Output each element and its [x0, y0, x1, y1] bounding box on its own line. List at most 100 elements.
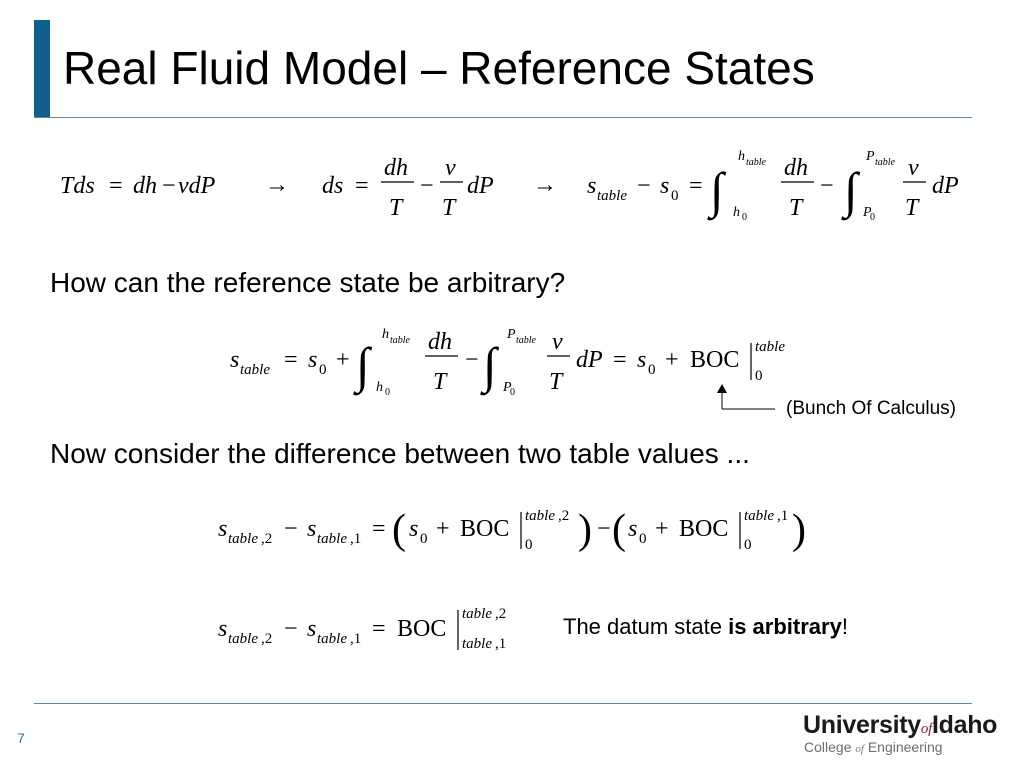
svg-text:0: 0	[525, 537, 533, 553]
svg-text:−: −	[420, 173, 434, 199]
datum-suffix: !	[841, 614, 848, 639]
svg-text:h: h	[733, 205, 740, 220]
svg-text:0: 0	[671, 188, 679, 204]
svg-text:T: T	[789, 195, 804, 221]
svg-text:h: h	[376, 380, 383, 395]
svg-text:h: h	[738, 149, 745, 164]
svg-text:P: P	[506, 327, 516, 342]
svg-text:vdP: vdP	[178, 173, 216, 199]
svg-text:=: =	[372, 516, 386, 542]
svg-text:ds: ds	[322, 173, 343, 199]
svg-text:=: =	[109, 173, 123, 199]
svg-text:0: 0	[744, 537, 752, 553]
svg-text:(: (	[392, 507, 406, 553]
svg-text:P: P	[865, 149, 875, 164]
svg-text:T: T	[549, 369, 564, 395]
svg-text:→: →	[533, 172, 557, 198]
svg-text:table: table	[462, 606, 492, 622]
svg-text:,1: ,1	[495, 636, 506, 652]
svg-text:table: table	[746, 157, 767, 168]
svg-text:T: T	[905, 195, 920, 221]
svg-text:(: (	[612, 507, 626, 553]
svg-text:dP: dP	[467, 173, 494, 199]
svg-text:=: =	[689, 173, 703, 199]
title-divider	[34, 117, 972, 118]
svg-text:s: s	[660, 173, 669, 199]
svg-text:s: s	[307, 516, 316, 542]
logo-wordmark: UniversityofIdaho	[803, 711, 998, 739]
svg-text:0: 0	[319, 362, 327, 378]
slide-title: Real Fluid Model – Reference States	[63, 42, 815, 94]
footer-divider	[34, 703, 972, 704]
svg-text:v: v	[908, 155, 919, 181]
svg-text:table: table	[240, 362, 270, 378]
svg-text:table: table	[317, 531, 347, 547]
svg-text:,2: ,2	[261, 631, 272, 647]
svg-text:v: v	[552, 329, 563, 355]
svg-text:,2: ,2	[261, 531, 272, 547]
svg-text:∫: ∫	[841, 162, 861, 221]
svg-text:,2: ,2	[495, 606, 506, 622]
svg-text:+: +	[655, 516, 669, 542]
svg-text:−: −	[637, 173, 651, 199]
svg-text:dh: dh	[428, 329, 452, 355]
svg-text:dh: dh	[384, 155, 408, 181]
svg-text:0: 0	[510, 387, 515, 398]
svg-text:dh: dh	[784, 155, 808, 181]
svg-text:−: −	[597, 516, 611, 542]
title-accent-bar	[34, 20, 50, 117]
svg-text:=: =	[284, 347, 298, 373]
svg-text:=: =	[355, 173, 369, 199]
svg-text:table: table	[228, 531, 258, 547]
svg-text:BOC: BOC	[690, 347, 739, 373]
svg-text:table: table	[525, 508, 555, 524]
svg-text:dh: dh	[133, 173, 157, 199]
svg-text:table: table	[228, 631, 258, 647]
svg-text:s: s	[409, 516, 418, 542]
svg-text:−: −	[162, 173, 176, 199]
svg-text:+: +	[436, 516, 450, 542]
boc-annotation: (Bunch Of Calculus)	[786, 398, 957, 419]
svg-text:Tds: Tds	[60, 173, 95, 199]
svg-text:table: table	[390, 335, 411, 346]
svg-text:): )	[578, 507, 592, 553]
svg-text:dP: dP	[576, 347, 603, 373]
datum-statement: The datum state is arbitrary!	[563, 613, 848, 641]
svg-text:,1: ,1	[777, 508, 788, 524]
svg-text:,1: ,1	[350, 531, 361, 547]
svg-text:=: =	[613, 347, 627, 373]
datum-emphasis: is arbitrary	[728, 614, 842, 639]
svg-text:table: table	[755, 339, 785, 355]
svg-text:s: s	[218, 616, 227, 642]
svg-text:0: 0	[639, 531, 647, 547]
svg-text:0: 0	[385, 387, 390, 398]
svg-text:s: s	[307, 616, 316, 642]
svg-text:0: 0	[648, 362, 656, 378]
svg-text:table: table	[462, 636, 492, 652]
svg-text:s: s	[628, 516, 637, 542]
university-of-idaho-logo: UniversityofIdaho College of Engineering	[803, 711, 1015, 761]
svg-text:BOC: BOC	[460, 516, 509, 542]
svg-text:→: →	[265, 172, 289, 198]
svg-text:): )	[792, 507, 806, 553]
datum-prefix: The datum state	[563, 614, 729, 639]
svg-text:BOC: BOC	[679, 516, 728, 542]
svg-text:table: table	[875, 157, 896, 168]
svg-text:0: 0	[755, 368, 763, 384]
svg-text:s: s	[308, 347, 317, 373]
svg-text:∫: ∫	[353, 337, 373, 396]
question-text: How can the reference state be arbitrary…	[50, 267, 566, 298]
svg-text:,1: ,1	[350, 631, 361, 647]
svg-text:s: s	[218, 516, 227, 542]
svg-text:T: T	[442, 195, 457, 221]
svg-text:T: T	[433, 369, 448, 395]
svg-text:v: v	[445, 155, 456, 181]
svg-text:−: −	[284, 516, 298, 542]
svg-text:−: −	[820, 173, 834, 199]
logo-college: College of Engineering	[804, 739, 943, 755]
svg-text:0: 0	[742, 212, 747, 223]
